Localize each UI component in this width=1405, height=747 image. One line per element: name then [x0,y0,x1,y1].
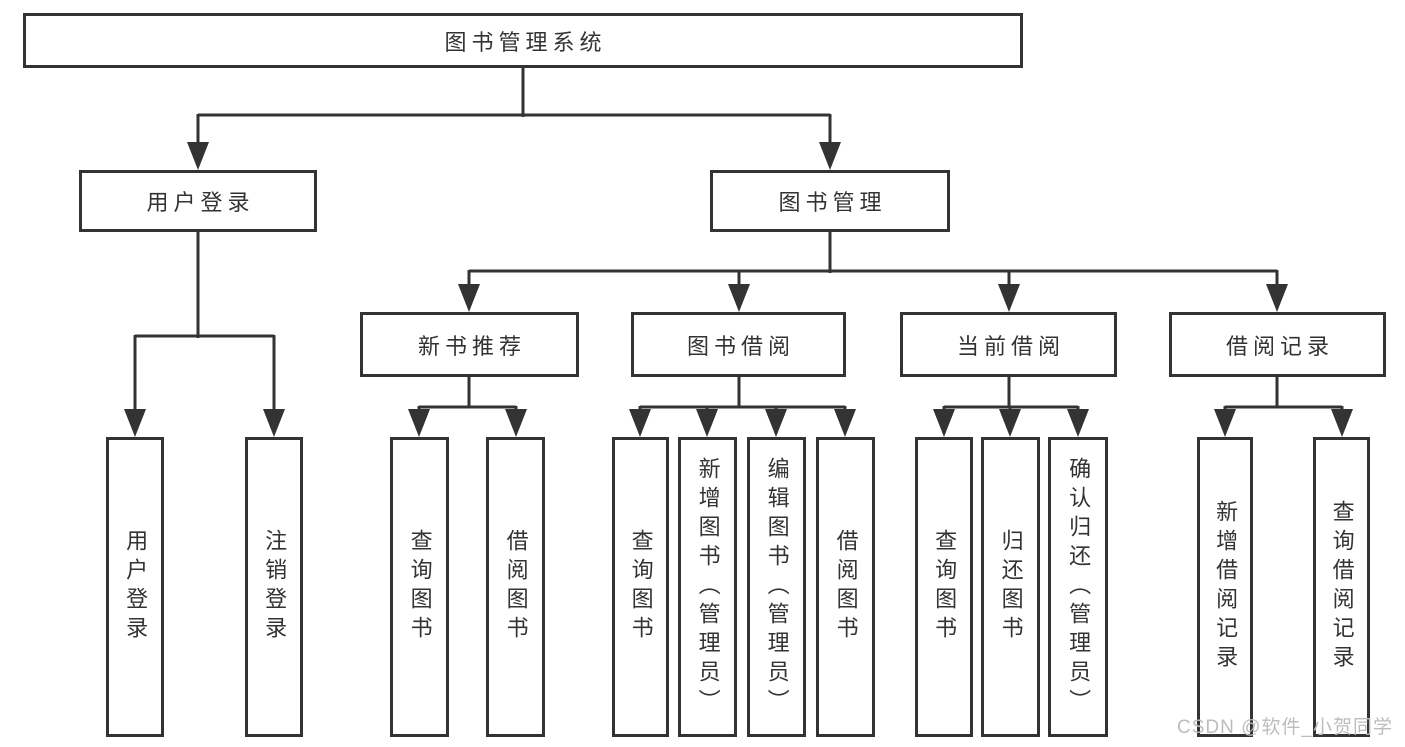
node-label: 借阅图书 [833,529,859,645]
node-label: 当前借阅 [956,333,1065,359]
node-label: 注销登录 [262,529,288,645]
node-new-book-recommend: 新书推荐 [360,312,579,377]
node-label: 归还图书 [998,529,1024,645]
node-borrowing-records: 借阅记录 [1169,312,1386,377]
leaf-add-borrow-record: 新增借阅记录 [1197,437,1253,737]
leaf-query-borrow-record: 查询借阅记录 [1313,437,1370,737]
node-library-management-system: 图书管理系统 [23,13,1023,68]
leaf-query-books: 查询图书 [612,437,669,737]
leaf-borrow-books: 借阅图书 [486,437,545,737]
node-label: 查询图书 [407,529,433,645]
node-label: 图书管理 [778,190,887,215]
leaf-return-book: 归还图书 [981,437,1040,737]
node-current-borrowing: 当前借阅 [900,312,1117,377]
node-label: 查询借阅记录 [1329,500,1355,674]
leaf-borrow-books: 借阅图书 [816,437,875,737]
leaf-confirm-return-admin: 确认归还（管理员） [1048,437,1108,737]
node-label: 图书借阅 [686,333,795,359]
node-label: 借阅记录 [1225,333,1334,359]
node-label: 新增图书（管理员） [695,456,721,718]
node-label: 查询图书 [628,529,654,645]
node-label: 图书管理系统 [444,29,607,55]
leaf-query-books: 查询图书 [915,437,973,737]
node-book-management: 图书管理 [710,170,950,232]
arrowheads [124,142,1353,437]
node-label: 用户登录 [123,529,149,645]
leaf-logout: 注销登录 [245,437,303,737]
leaf-edit-book-admin: 编辑图书（管理员） [747,437,806,737]
node-label: 查询图书 [932,529,958,645]
node-label: 借阅图书 [503,529,529,645]
node-label: 新书推荐 [417,333,526,359]
node-label: 确认归还（管理员） [1066,456,1092,718]
node-label: 用户登录 [146,190,255,215]
leaf-query-books: 查询图书 [390,437,449,737]
node-label: 新增借阅记录 [1213,500,1239,674]
node-label: 编辑图书（管理员） [764,456,790,718]
node-book-borrowing: 图书借阅 [631,312,846,377]
leaf-add-book-admin: 新增图书（管理员） [678,437,737,737]
node-user-login: 用户登录 [79,170,317,232]
leaf-user-login: 用户登录 [106,437,164,737]
csdn-watermark: CSDN @软件_小贺同学 [1177,717,1393,738]
